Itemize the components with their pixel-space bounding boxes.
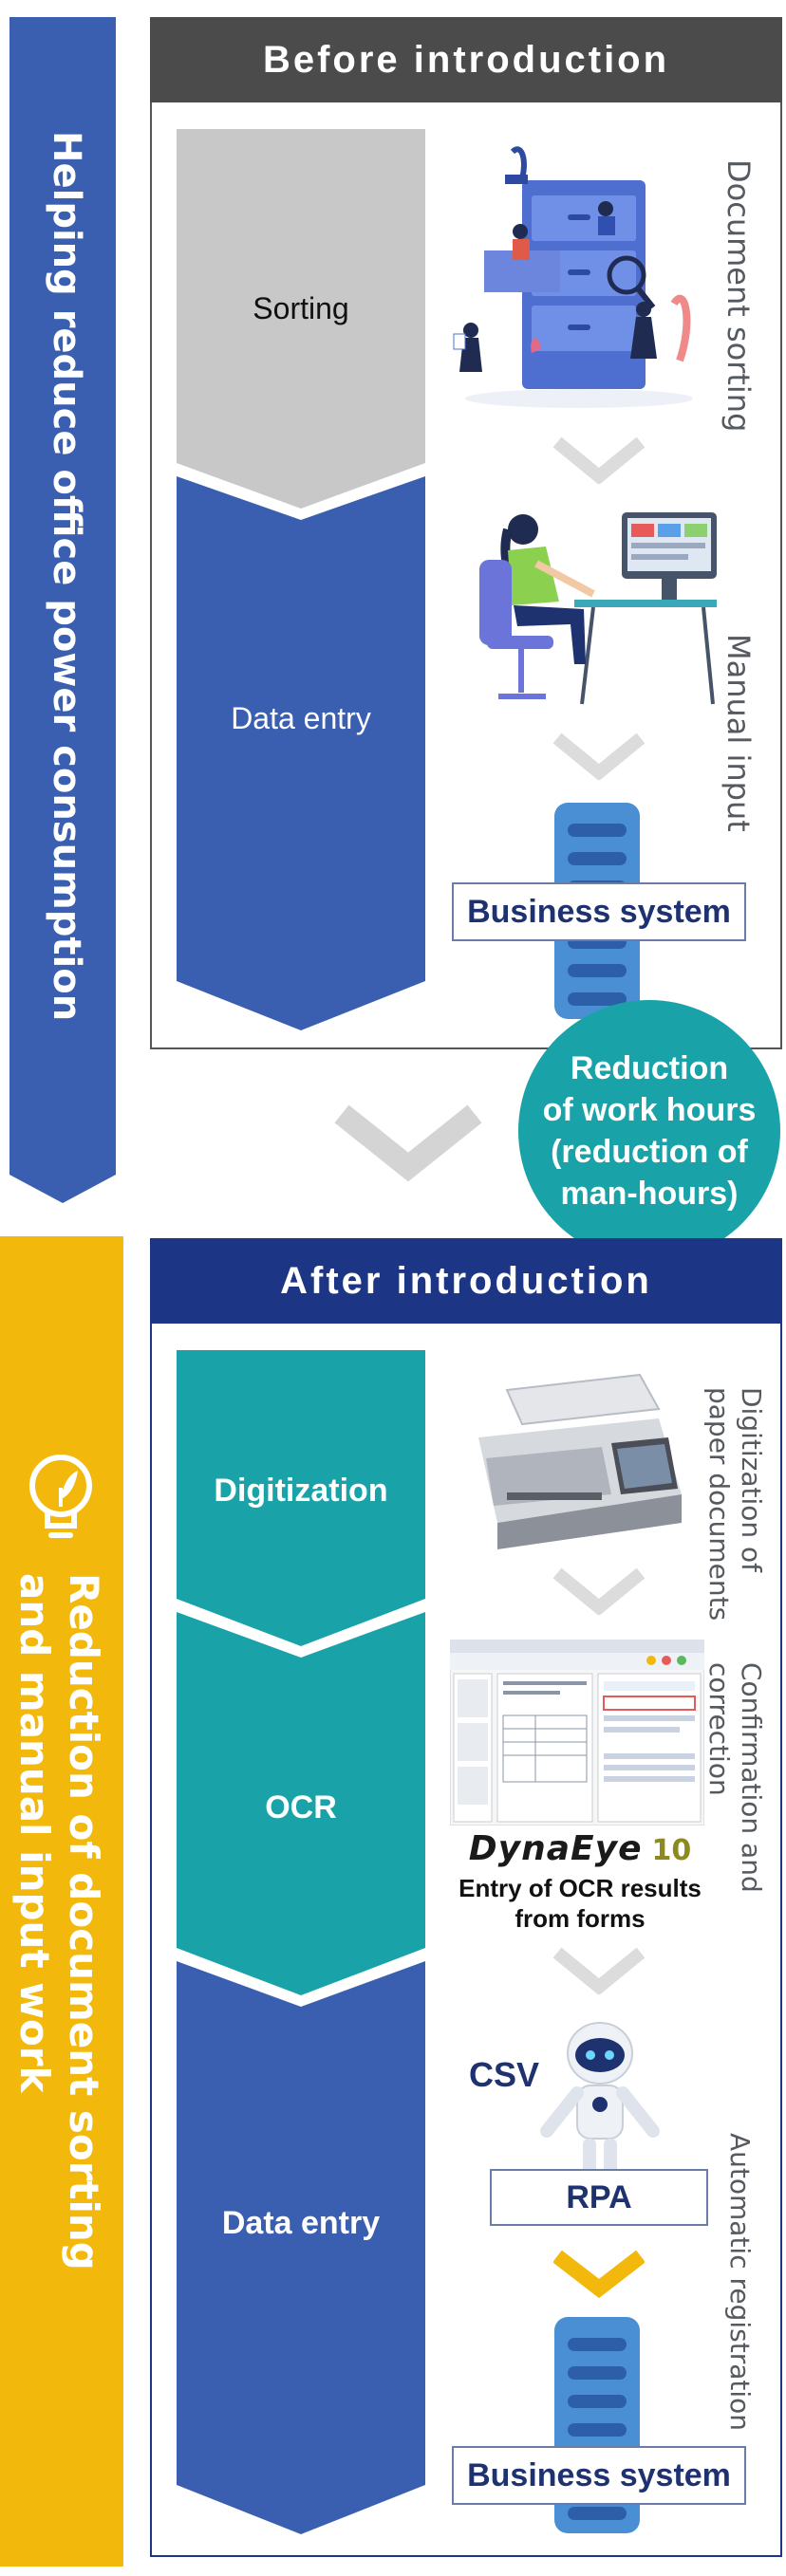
- down-chevron-yellow: [553, 2251, 645, 2298]
- left-banner-bottom-text: Reduction of document sorting and manual…: [11, 1573, 107, 2270]
- stage-sorting: Sorting: [253, 290, 349, 325]
- person-computer-illustration: [479, 512, 717, 705]
- after-flow: [177, 1350, 425, 2534]
- sorting-chevron: [177, 129, 425, 509]
- robot-illustration: [540, 2022, 660, 2184]
- left-banner-bottom: Reduction of document sorting and manual…: [0, 1236, 123, 2567]
- reduction-badge: Reduction of work hours (reduction of ma…: [518, 1000, 780, 1262]
- down-chevron-4: [553, 1947, 645, 1994]
- label-automatic-registration: Automatic registration: [724, 2133, 756, 2432]
- down-chevron-2: [553, 732, 645, 780]
- csv-label: CSV: [469, 2055, 540, 2094]
- transition-chevron: [334, 1104, 482, 1182]
- after-header: After introduction: [150, 1238, 782, 1324]
- before-header: Before introduction: [150, 17, 782, 102]
- data-entry-chevron-after: [177, 1961, 425, 2534]
- lightbulb-leaf-icon: [29, 1455, 92, 1538]
- stage-data-entry-before: Data entry: [231, 700, 371, 735]
- scanner-illustration: [478, 1373, 682, 1549]
- stage-digitization: Digitization: [214, 1472, 388, 1509]
- left-banner-top: Helping reduce office power consumption: [9, 17, 116, 1203]
- file-cabinet-illustration: [453, 146, 693, 408]
- rpa-box: RPA: [490, 2169, 708, 2226]
- business-system-before: Business system: [452, 882, 746, 941]
- down-chevron-3: [553, 1567, 645, 1615]
- data-entry-chevron: [177, 476, 425, 1030]
- label-confirmation: Confirmation and correction: [703, 1662, 767, 1893]
- before-flow: [177, 129, 425, 1030]
- label-document-sorting: Document sorting: [720, 159, 757, 433]
- dynaeye-logo: DynaEye 10: [468, 1829, 692, 1868]
- label-digitization: Digitization of paper documents: [703, 1387, 767, 1622]
- stage-data-entry-after: Data entry: [221, 2204, 381, 2241]
- label-manual-input: Manual input: [720, 634, 757, 832]
- left-banner-top-text: Helping reduce office power consumption: [45, 131, 88, 1022]
- stage-ocr: OCR: [265, 1788, 337, 1825]
- ocr-software-screenshot: [450, 1640, 704, 1825]
- business-system-after: Business system: [452, 2446, 746, 2505]
- ocr-chevron: [177, 1612, 425, 1995]
- down-chevron-1: [553, 436, 645, 484]
- digitization-chevron: [177, 1350, 425, 1646]
- dynaeye-caption: Entry of OCR results from forms: [458, 1874, 702, 1933]
